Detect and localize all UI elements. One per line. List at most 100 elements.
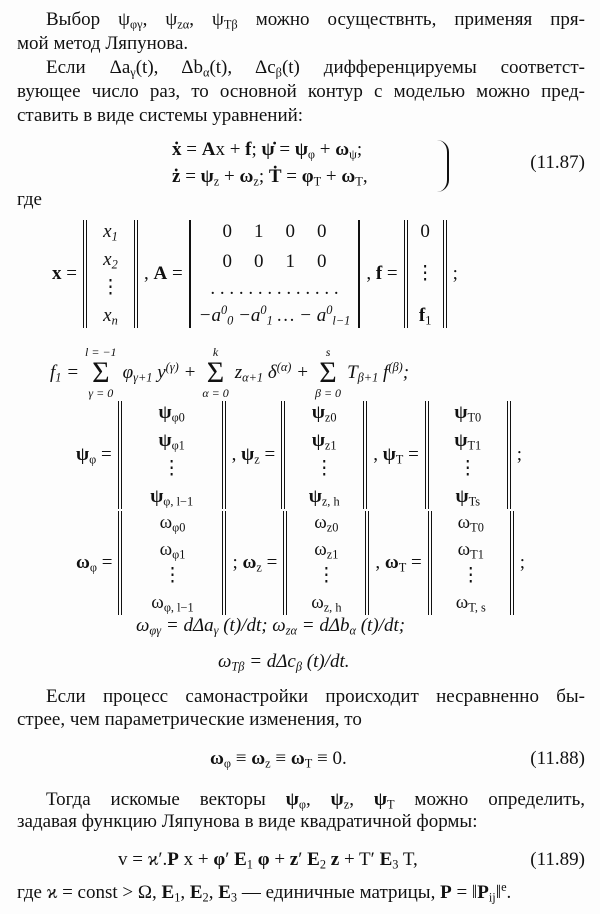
sum-upper-limit: l = −1 [85,345,117,359]
psi-vectors: ψφ = ψφ0 ψφ1 ⋮ ψφ, l−1 , ψz = ψz0 ψz1 ⋮ … [76,400,522,510]
right-brace [437,140,449,192]
matrix-entry: ωT0 [457,512,484,535]
sum-term: zα+1 δ(α) + [234,360,309,385]
para1-line2: мой метод Ляпунова. [17,33,189,54]
para3-line2: стрее, чем параметрические изменения, то [17,709,362,730]
matrix-entry: ψT1 [454,430,482,453]
matrix-entry: ⋮ [415,263,435,284]
matrix-entry: ψz0 [311,402,337,425]
equation-number-11-88: (11.88) [530,748,585,769]
para4-line1: Тогда искомые векторы ψφ, ψz, ψT можно о… [46,789,586,812]
matrix-entry: ωT, s [455,591,486,615]
matrix-entry: 0 [222,251,233,272]
matrix-entry: ⋮ [162,458,182,479]
matrix-entry: 1 [254,221,264,242]
sigma-icon: Σ [92,356,110,389]
matrix-entry: ψz, h [308,486,340,509]
matrix-entry: ψTs [455,486,481,509]
matrix-entry: ψφ, l−1 [150,486,194,509]
matrix-entry: ⋮ [316,565,336,587]
matrix-entry: ⋮ [458,458,478,479]
matrix-A-last-row: −a00 −a01 … − a0l−1 [198,303,351,328]
matrix-entry: 0 [222,221,233,242]
psi-phi-label: ψφ = [76,444,112,467]
para2-line2: вующее число раз, то основной контур с м… [17,81,585,102]
f1-equation: f1 = l = −1 Σ γ = 0 φγ+1 y(γ) + k Σ α = … [50,343,409,403]
matrix-entry: ωz, h [311,591,342,615]
f1-lhs: f1 = [50,362,80,385]
matrix-entry: ψz1 [311,430,337,453]
matrix-entry: ⋮ [100,277,120,298]
semicolon: ; [516,444,523,465]
matrix-A: 0 1 0 0 0 0 1 0 . . . . . . . . . . . . … [188,220,361,328]
sum-lower-limit: γ = 0 [88,386,114,400]
sum-lower-limit: β = 0 [314,386,342,400]
equation-number-11-87: (11.87) [530,152,585,173]
omega-T-label: , ωT = [375,552,422,575]
matrix-entry: ψφ0 [158,402,185,425]
matrices-x-A-f: x = x1 x2 ⋮ xn , A = 0 1 0 0 0 0 1 0 . .… [52,218,458,330]
sigma-icon: Σ [206,356,225,389]
sum-upper-limit: s [325,345,331,359]
eq-11-87-line2: ż = ψz + ωz; Ṫ = φT + ωT, [172,166,368,189]
para2-line1: Если Δaγ(t), Δbα(t), Δcβ(t) дифференциру… [46,57,585,80]
matrix-entry: x1 [103,221,118,244]
semicolon: ; [452,263,458,284]
x-label: x = [52,263,77,284]
matrix-entry: x2 [103,249,118,272]
matrix-A-rows: 0 1 0 0 0 0 1 0 [223,222,327,272]
matrix-entry: ωz1 [314,538,339,562]
matrix-entry: ωφ, l−1 [151,591,194,615]
semicolon: ; [519,552,526,573]
sum-upper-limit: k [212,345,219,359]
matrix-entry: 0 [317,251,327,272]
vector-omega-phi: ωφ0 ωφ1 ⋮ ωφ, l−1 [118,511,227,615]
sum-gamma: l = −1 Σ γ = 0 [85,346,117,400]
sum-term: φγ+1 y(γ) + [122,360,197,385]
sum-term: Tβ+1 f(β); [347,360,410,385]
vector-f: 0 ⋮ f1 [403,220,447,328]
para2-line3: ставить в виде системы уравнений: [17,105,304,126]
sum-lower-limit: α = 0 [202,386,229,400]
vector-psi-phi: ψφ0 ψφ1 ⋮ ψφ, l−1 [117,401,226,509]
matrix-entry: 0 [317,221,327,242]
equation-number-11-89: (11.89) [530,849,585,870]
where-label: где [17,189,42,210]
matrix-entry: 0 [254,251,264,272]
matrix-entry: ωz0 [314,512,339,535]
sum-beta: s Σ β = 0 [315,346,341,400]
psi-z-label: , ψz = [231,444,276,467]
eq-11-89: v = ϰ′.P x + φ′ E1 φ + z′ E2 z + T′ E3 T… [118,849,418,872]
para3-line1: Если процесс самонастройки происходит не… [46,686,585,707]
eq-11-88: ωφ ≡ ωz ≡ ωT ≡ 0. [210,748,347,771]
matrix-entry: 0 [420,221,430,242]
psi-T-label: , ψT = [373,444,419,467]
vector-psi-z: ψz0 ψz1 ⋮ ψz, h [281,401,368,509]
para1-line1: Выбор ψφγ, ψzα, ψTβ можно осуществнть, п… [46,9,585,32]
matrix-entry: 0 [285,221,296,242]
vector-x: x1 x2 ⋮ xn [82,220,138,328]
matrix-entry: f1 [418,305,432,328]
para4-line2: задавая функцию Ляпунова в виде квадрати… [17,811,478,832]
sum-alpha: k Σ α = 0 [202,346,228,400]
omega-vectors: ωφ = ωφ0 ωφ1 ⋮ ωφ, l−1 ; ωz = ωz0 ωz1 ⋮ … [76,508,525,618]
matrix-entry: ⋮ [314,458,334,479]
matrix-entry: ψT0 [454,402,482,425]
matrix-entry: ωφ0 [159,512,186,535]
vector-psi-T: ψT0 ψT1 ⋮ ψTs [424,401,511,509]
matrix-entry: xn [103,305,118,328]
vector-omega-T: ωT0 ωT1 ⋮ ωT, s [427,511,514,615]
sigma-icon: Σ [319,356,337,389]
omega-z-label: ; ωz = [232,552,278,575]
omega-definitions-line1: ωφγ = dΔaγ (t)/dt; ωzα = dΔbα (t)/dt; [136,615,406,638]
A-label: , A = [143,263,183,284]
vector-omega-z: ωz0 ωz1 ⋮ ωz, h [283,511,370,615]
matrix-entry: ⋮ [162,565,182,587]
omega-definitions-line2: ωTβ = dΔcβ (t)/dt. [218,651,350,674]
omega-phi-label: ωφ = [76,552,113,575]
matrix-entry: 1 [285,251,296,272]
f-label: , f = [366,263,398,284]
matrix-dots: . . . . . . . . . . . . . . [210,278,339,299]
matrix-entry: ωT1 [457,538,484,562]
